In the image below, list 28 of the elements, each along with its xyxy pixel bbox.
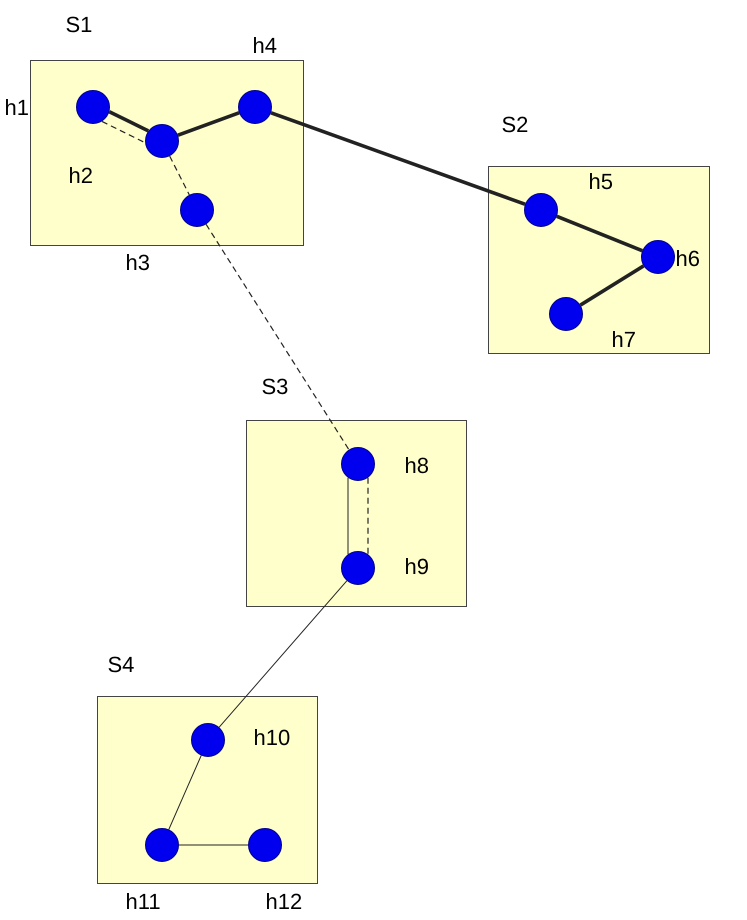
host-label: h12 <box>266 888 302 914</box>
host-label: h11 <box>126 888 161 914</box>
host-label: h1 <box>4 94 29 120</box>
link-line <box>108 110 150 133</box>
host-label: h7 <box>612 326 636 352</box>
link-line <box>102 120 146 144</box>
subnet-label: S2 <box>502 112 528 138</box>
host-label: h2 <box>68 162 93 188</box>
link-line <box>168 755 202 830</box>
host-label: h5 <box>588 168 613 194</box>
host-label: h3 <box>126 250 150 276</box>
link-line <box>270 111 526 206</box>
subnet-label: S3 <box>262 374 288 400</box>
link-line <box>206 224 350 450</box>
link-line <box>178 844 248 846</box>
link-line <box>556 214 643 252</box>
host-label: h4 <box>252 32 277 58</box>
link-line <box>177 111 240 137</box>
host-label: h10 <box>254 724 290 750</box>
link-line <box>580 264 644 307</box>
subnet-label: S1 <box>66 12 92 38</box>
link-line <box>218 580 348 728</box>
host-label: h8 <box>404 452 429 478</box>
host-label: h9 <box>404 554 429 580</box>
link-line <box>367 478 369 554</box>
link-line <box>169 156 190 196</box>
subnet-label: S4 <box>108 652 134 678</box>
host-label: h6 <box>676 246 700 272</box>
